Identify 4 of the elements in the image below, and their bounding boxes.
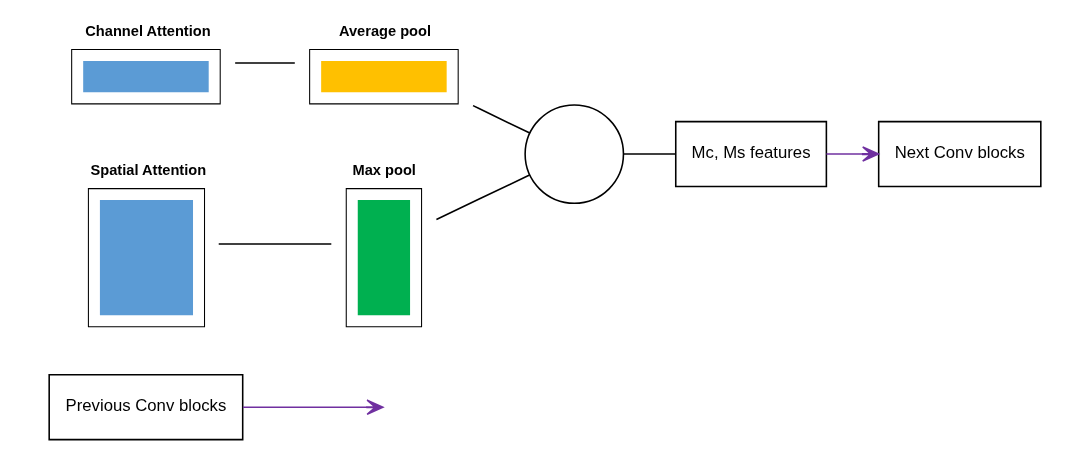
node-label: Channel Attention — [84, 23, 211, 40]
node-label: Max pool — [352, 162, 416, 179]
node-label: Spatial Attention — [90, 162, 206, 179]
node-label: Average pool — [338, 23, 431, 40]
